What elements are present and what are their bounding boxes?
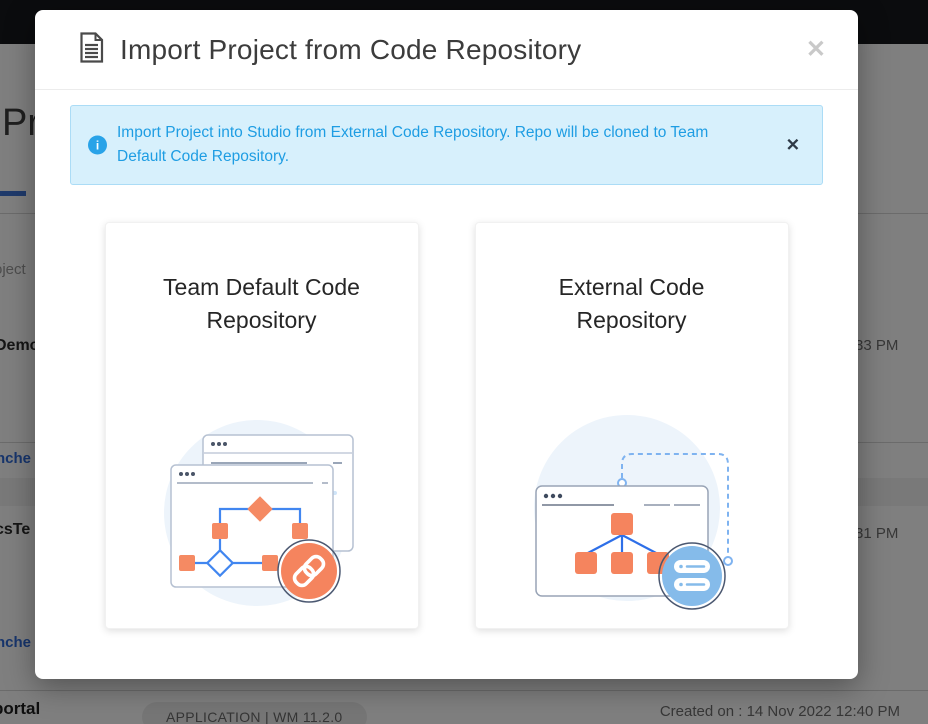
close-icon[interactable]: ✕ — [805, 36, 826, 63]
info-alert-message: Import Project into Studio from External… — [117, 124, 709, 165]
document-icon — [79, 31, 104, 68]
repo-tree-server-icon — [522, 408, 742, 618]
alert-close-icon[interactable]: ✕ — [785, 135, 800, 155]
modal-title: Import Project from Code Repository — [120, 33, 582, 65]
import-project-modal: Import Project from Code Repository ✕ i … — [35, 10, 858, 679]
modal-header: Import Project from Code Repository ✕ — [35, 10, 858, 90]
external-repo-card[interactable]: External Code Repository — [474, 222, 789, 629]
repository-options: Team Default Code Repository — [35, 222, 858, 629]
info-alert: i Import Project into Studio from Extern… — [70, 105, 823, 185]
info-icon: i — [88, 135, 107, 155]
card-title: External Code Repository — [558, 274, 705, 333]
card-title: Team Default Code Repository — [163, 274, 360, 333]
flowchart-windows-link-icon — [157, 413, 367, 618]
team-default-repo-card[interactable]: Team Default Code Repository — [104, 222, 419, 629]
